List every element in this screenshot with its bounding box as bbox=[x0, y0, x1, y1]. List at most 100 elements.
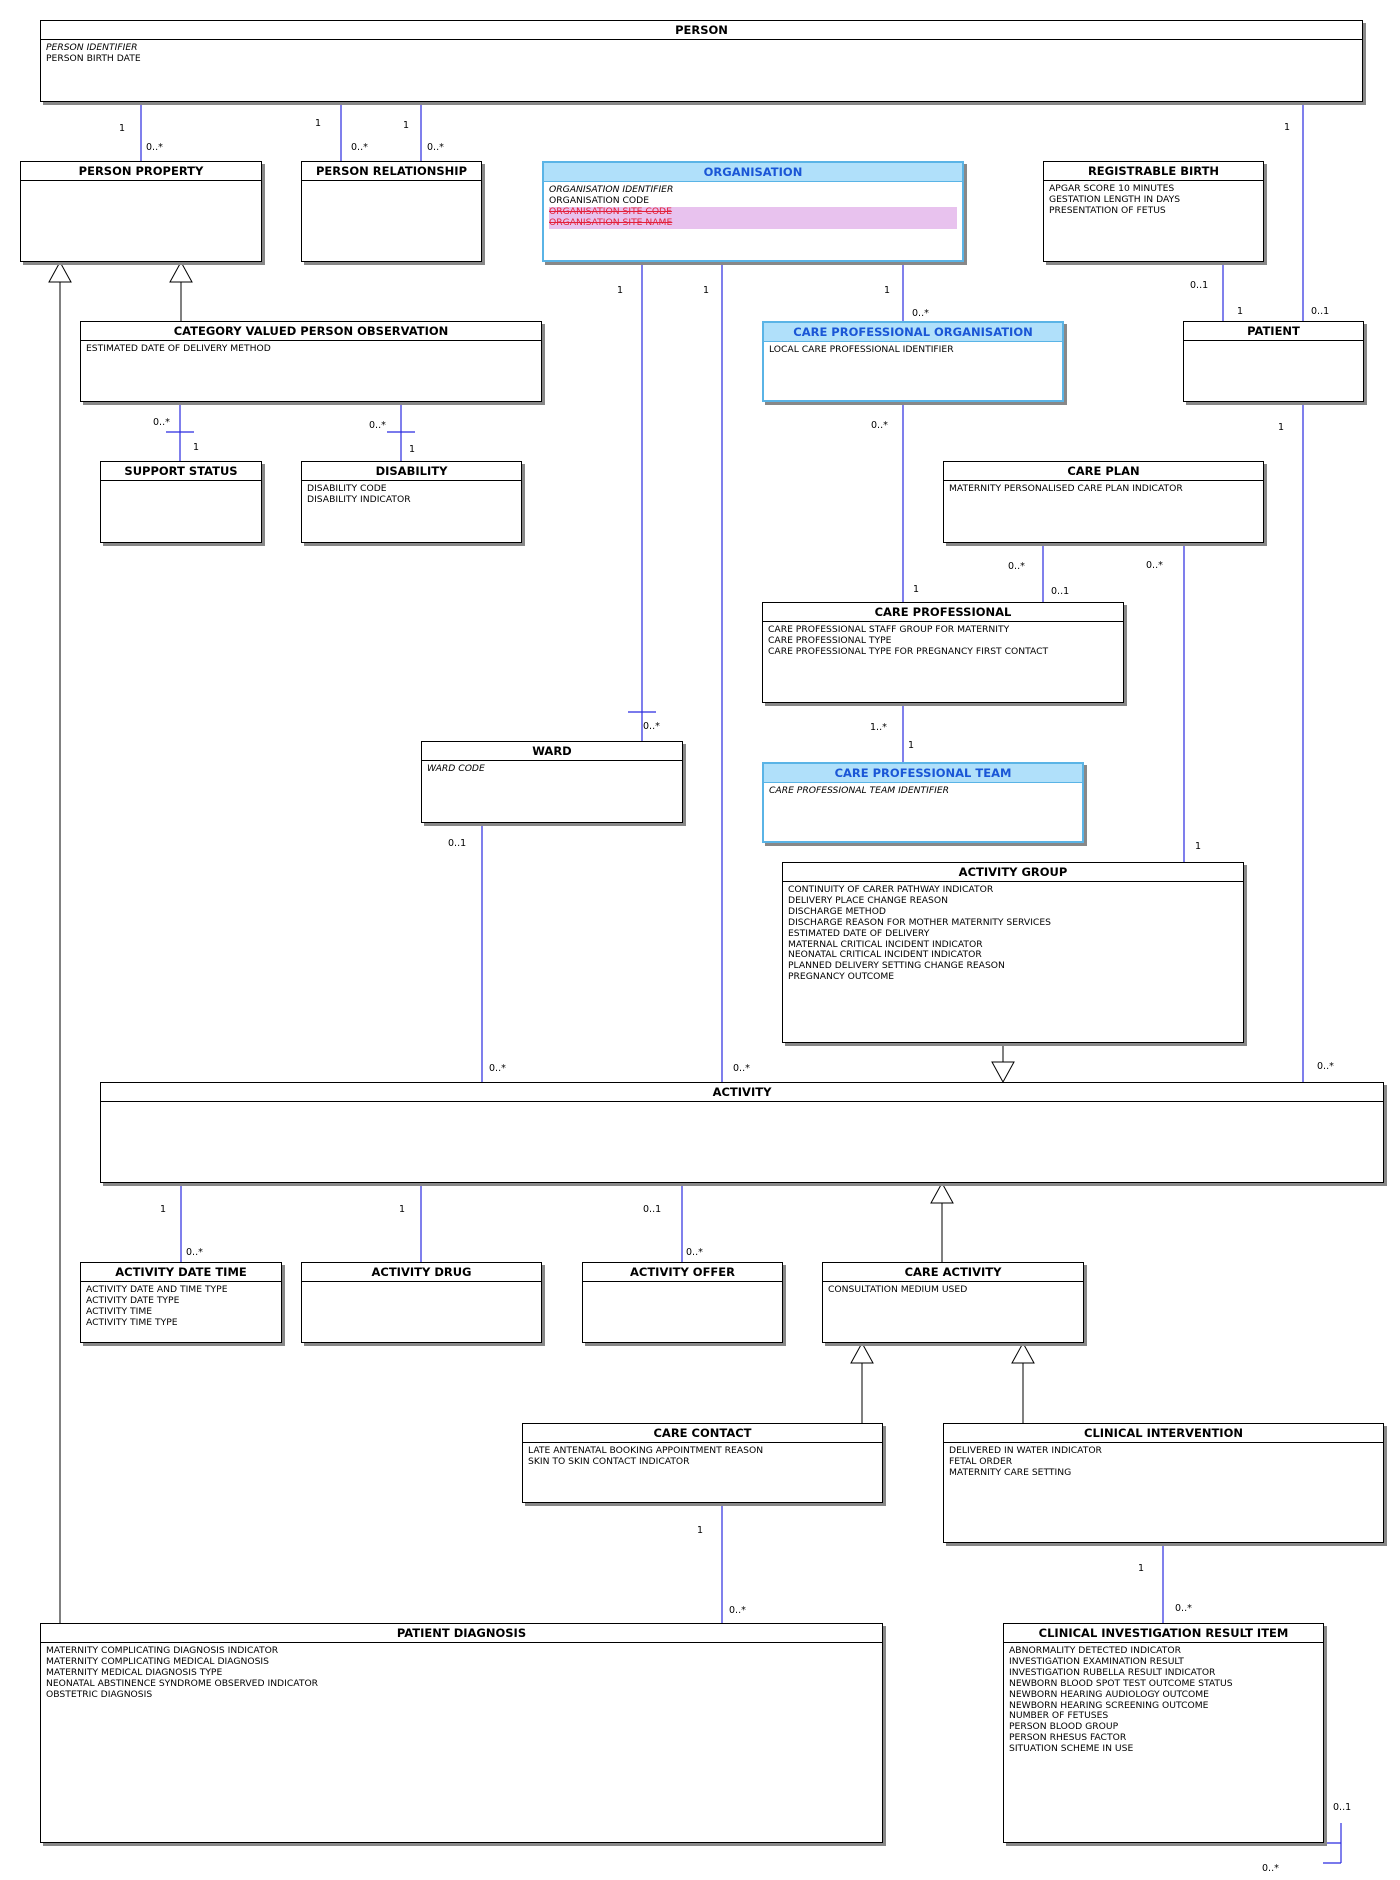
entity-attribute: ACTIVITY DATE AND TIME TYPE bbox=[86, 1284, 228, 1295]
entity-person-relationship[interactable]: PERSON RELATIONSHIP bbox=[301, 161, 482, 262]
entity-attribute: DISCHARGE REASON FOR MOTHER MATERNITY SE… bbox=[788, 916, 1051, 928]
entity-person-property[interactable]: PERSON PROPERTY bbox=[20, 161, 262, 262]
entity-activity-date-time[interactable]: ACTIVITY DATE TIME ACTIVITY DATE AND TIM… bbox=[80, 1262, 282, 1343]
multiplicity-label: 1 bbox=[697, 1525, 704, 1536]
entity-attribute: ESTIMATED DATE OF DELIVERY bbox=[788, 927, 930, 939]
attribute-list: MATERNITY COMPLICATING DIAGNOSIS INDICAT… bbox=[41, 1643, 882, 1701]
entity-care-contact[interactable]: CARE CONTACT LATE ANTENATAL BOOKING APPO… bbox=[522, 1423, 883, 1503]
multiplicity-label: 1 bbox=[703, 285, 710, 296]
attribute-list: CARE PROFESSIONAL STAFF GROUP FOR MATERN… bbox=[763, 622, 1123, 658]
entity-title: CARE ACTIVITY bbox=[823, 1263, 1083, 1282]
entity-attribute: CARE PROFESSIONAL TYPE FOR PREGNANCY FIR… bbox=[768, 645, 1049, 657]
entity-title: PATIENT bbox=[1184, 322, 1363, 341]
entity-attribute: ORGANISATION SITE NAME bbox=[549, 217, 957, 229]
multiplicity-label: 1 bbox=[315, 118, 322, 129]
entity-attribute: SKIN TO SKIN CONTACT INDICATOR bbox=[528, 1455, 690, 1467]
entity-registrable-birth[interactable]: REGISTRABLE BIRTH APGAR SCORE 10 MINUTES… bbox=[1043, 161, 1264, 262]
entity-title: WARD bbox=[422, 742, 682, 761]
entity-attribute: ORGANISATION CODE bbox=[549, 194, 650, 206]
entity-title: CATEGORY VALUED PERSON OBSERVATION bbox=[81, 322, 541, 341]
entity-attribute: INVESTIGATION EXAMINATION RESULT bbox=[1009, 1655, 1184, 1667]
entity-title: SUPPORT STATUS bbox=[101, 462, 261, 481]
multiplicity-label: 1 bbox=[399, 1204, 406, 1215]
multiplicity-label: 0..* bbox=[369, 420, 386, 431]
gen-arrow-activity bbox=[930, 1181, 954, 1204]
attribute-list: LOCAL CARE PROFESSIONAL IDENTIFIER bbox=[764, 342, 1062, 356]
multiplicity-label: 0..1 bbox=[448, 838, 467, 849]
entity-title: PERSON RELATIONSHIP bbox=[302, 162, 481, 181]
entity-attribute: NEONATAL ABSTINENCE SYNDROME OBSERVED IN… bbox=[46, 1677, 319, 1689]
attribute-list: CONSULTATION MEDIUM USED bbox=[823, 1282, 1083, 1296]
entity-title: CLINICAL INVESTIGATION RESULT ITEM bbox=[1004, 1624, 1323, 1643]
entity-patient[interactable]: PATIENT bbox=[1183, 321, 1364, 402]
multiplicity-label: 1 bbox=[617, 285, 624, 296]
entity-attribute: DISCHARGE METHOD bbox=[788, 905, 887, 917]
entity-attribute: PERSON IDENTIFIER bbox=[46, 42, 138, 53]
entity-activity-offer[interactable]: ACTIVITY OFFER bbox=[582, 1262, 783, 1343]
multiplicity-label: 0..* bbox=[912, 308, 929, 319]
multiplicity-label: 1 bbox=[1284, 122, 1291, 133]
entity-attribute: MATERNITY COMPLICATING MEDICAL DIAGNOSIS bbox=[46, 1655, 269, 1667]
entity-activity-drug[interactable]: ACTIVITY DRUG bbox=[301, 1262, 542, 1343]
attribute-list bbox=[1184, 341, 1363, 344]
multiplicity-label: 0..* bbox=[489, 1063, 506, 1074]
entity-attribute: PERSON BIRTH DATE bbox=[46, 52, 141, 64]
entity-care-activity[interactable]: CARE ACTIVITY CONSULTATION MEDIUM USED bbox=[822, 1262, 1084, 1343]
multiplicity-label: 0..* bbox=[1262, 1863, 1279, 1874]
multiplicity-label: 0..* bbox=[733, 1063, 750, 1074]
entity-title: DISABILITY bbox=[302, 462, 521, 481]
multiplicity-label: 1 bbox=[1195, 841, 1202, 852]
gen-arrow-activity-group bbox=[991, 1061, 1015, 1084]
attribute-list bbox=[101, 481, 261, 484]
multiplicity-label: 1 bbox=[908, 740, 915, 751]
entity-title: CARE CONTACT bbox=[523, 1424, 882, 1443]
entity-category-valued-person-observation[interactable]: CATEGORY VALUED PERSON OBSERVATION ESTIM… bbox=[80, 321, 542, 402]
attribute-list: ESTIMATED DATE OF DELIVERY METHOD bbox=[81, 341, 541, 355]
entity-care-professional-organisation[interactable]: CARE PROFESSIONAL ORGANISATION LOCAL CAR… bbox=[762, 321, 1064, 402]
entity-title: PATIENT DIAGNOSIS bbox=[41, 1624, 882, 1643]
entity-attribute: CARE PROFESSIONAL STAFF GROUP FOR MATERN… bbox=[768, 624, 1010, 635]
entity-care-plan[interactable]: CARE PLAN MATERNITY PERSONALISED CARE PL… bbox=[943, 461, 1264, 543]
multiplicity-label: 0..* bbox=[351, 142, 368, 153]
attribute-list bbox=[21, 181, 261, 184]
attribute-list: CARE PROFESSIONAL TEAM IDENTIFIER bbox=[764, 783, 1082, 797]
entity-care-professional-team[interactable]: CARE PROFESSIONAL TEAM CARE PROFESSIONAL… bbox=[762, 762, 1084, 843]
gen-arrow-person-property-right bbox=[169, 260, 193, 283]
entity-attribute: PERSON BLOOD GROUP bbox=[1009, 1721, 1119, 1733]
multiplicity-label: 1 bbox=[913, 584, 920, 595]
multiplicity-label: 0..* bbox=[427, 142, 444, 153]
entity-attribute: DELIVERED IN WATER INDICATOR bbox=[949, 1445, 1102, 1456]
entity-clinical-investigation-result-item[interactable]: CLINICAL INVESTIGATION RESULT ITEM ABNOR… bbox=[1003, 1623, 1324, 1843]
multiplicity-label: 0..* bbox=[146, 142, 163, 153]
entity-attribute: PERSON RHESUS FACTOR bbox=[1009, 1732, 1127, 1744]
entity-clinical-intervention[interactable]: CLINICAL INTERVENTION DELIVERED IN WATER… bbox=[943, 1423, 1384, 1543]
multiplicity-label: 1 bbox=[1278, 422, 1285, 433]
entity-title: REGISTRABLE BIRTH bbox=[1044, 162, 1263, 181]
multiplicity-label: 1 bbox=[119, 123, 126, 134]
entity-support-status[interactable]: SUPPORT STATUS bbox=[100, 461, 262, 543]
entity-patient-diagnosis[interactable]: PATIENT DIAGNOSIS MATERNITY COMPLICATING… bbox=[40, 1623, 883, 1843]
entity-activity[interactable]: ACTIVITY bbox=[100, 1082, 1384, 1183]
entity-ward[interactable]: WARD WARD CODE bbox=[421, 741, 683, 823]
entity-attribute: DISABILITY INDICATOR bbox=[307, 493, 411, 505]
entity-attribute: PLANNED DELIVERY SETTING CHANGE REASON bbox=[788, 960, 1005, 972]
entity-care-professional[interactable]: CARE PROFESSIONAL CARE PROFESSIONAL STAF… bbox=[762, 602, 1124, 703]
multiplicity-label: 0..* bbox=[729, 1605, 746, 1616]
attribute-list: LATE ANTENATAL BOOKING APPOINTMENT REASO… bbox=[523, 1443, 882, 1468]
multiplicity-label: 0..* bbox=[686, 1247, 703, 1258]
entity-title: ORGANISATION bbox=[544, 163, 962, 182]
entity-activity-group[interactable]: ACTIVITY GROUP CONTINUITY OF CARER PATHW… bbox=[782, 862, 1244, 1043]
multiplicity-label: 0..* bbox=[153, 417, 170, 428]
multiplicity-label: 1 bbox=[884, 285, 891, 296]
multiplicity-label: 0..* bbox=[1175, 1603, 1192, 1614]
multiplicity-label: 0..* bbox=[871, 420, 888, 431]
entity-attribute: ACTIVITY TIME bbox=[86, 1305, 153, 1317]
entity-attribute: MATERNITY MEDICAL DIAGNOSIS TYPE bbox=[46, 1666, 223, 1678]
